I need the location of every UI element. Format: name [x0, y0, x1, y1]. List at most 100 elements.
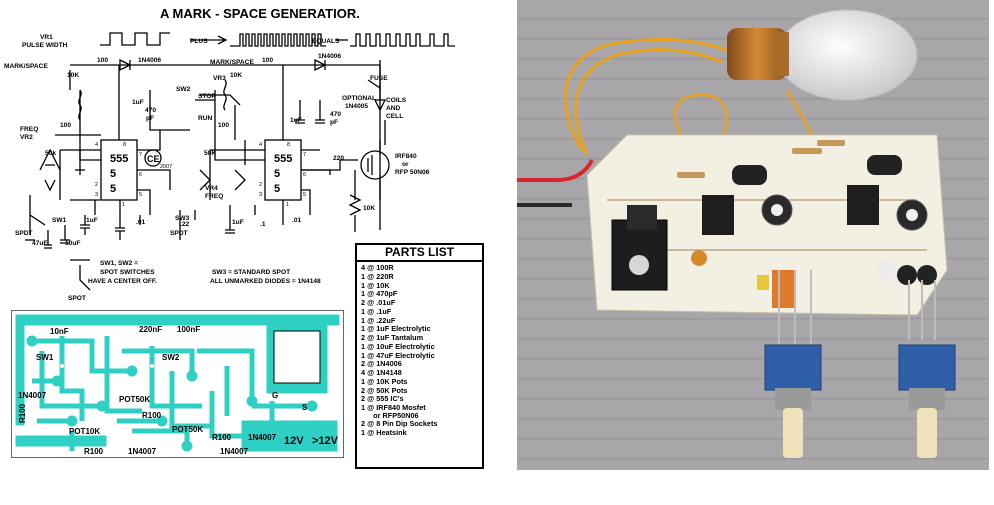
svg-text:SW2: SW2 — [176, 86, 191, 93]
svg-text:470: 470 — [145, 107, 156, 114]
svg-text:2007: 2007 — [160, 164, 172, 170]
svg-text:1uF: 1uF — [232, 219, 244, 226]
svg-text:8: 8 — [287, 142, 290, 148]
pcb-label-c220n: 220nF — [139, 325, 163, 334]
parts-list-header: PARTS LIST — [357, 245, 482, 262]
parts-list-item: 2 @ 1N4006 — [361, 359, 402, 369]
svg-text:CE: CE — [147, 154, 160, 164]
svg-text:10K: 10K — [230, 72, 242, 79]
pcb-label-d4: 1N4007 — [220, 447, 249, 456]
mark-space-mid-label: MARK/SPACE — [210, 59, 254, 66]
parts-list-item: 1 @ .22uF — [361, 315, 396, 325]
pcb-label-s: S — [302, 403, 308, 412]
svg-text:1: 1 — [286, 202, 289, 208]
vr3-label: VR3 — [213, 75, 226, 82]
pcb-label-pot50k-a: POT50K — [119, 395, 151, 404]
svg-text:VR2: VR2 — [20, 134, 33, 141]
parts-list: PARTS LIST 4 @ 100R 1 @ 220R 1 @ 10K 1 @… — [355, 243, 484, 469]
svg-text:10K: 10K — [67, 72, 79, 79]
toggle-switch — [764, 270, 822, 458]
svg-text:OPTIONAL: OPTIONAL — [342, 95, 376, 102]
vr1-label: VR1 — [40, 34, 53, 41]
parts-list-item: 1 @ 1uF Electrolytic — [361, 324, 431, 334]
svg-text:RUN: RUN — [198, 115, 213, 122]
resistor — [677, 172, 705, 178]
pcb-label-r100-d: R100 — [18, 403, 27, 423]
heatsink — [611, 205, 668, 291]
photo-panel — [517, 0, 989, 470]
svg-text:5: 5 — [303, 192, 306, 198]
parts-list-item: 4 @ 100R — [361, 263, 394, 272]
resistor — [792, 148, 822, 154]
svg-text:1uF: 1uF — [290, 117, 302, 124]
resistor — [817, 140, 845, 146]
svg-text:5: 5 — [274, 183, 280, 195]
svg-text:8: 8 — [123, 142, 126, 148]
capacitor — [897, 265, 917, 285]
svg-text:100: 100 — [97, 57, 108, 64]
svg-text:COILS: COILS — [386, 97, 407, 104]
pcb-label-sw1: SW1 — [36, 353, 54, 362]
pcb-traces — [15, 314, 340, 452]
svg-text:5: 5 — [139, 192, 142, 198]
svg-text:47uF: 47uF — [32, 240, 47, 247]
svg-text:1uF: 1uF — [86, 217, 98, 224]
svg-text:FREQ: FREQ — [205, 193, 223, 200]
pcb-label-r100-a: R100 — [142, 411, 162, 420]
svg-text:HAVE A CENTER OFF.: HAVE A CENTER OFF. — [88, 278, 157, 285]
capacitor — [757, 275, 769, 290]
mark-space-left-label: MARK/SPACE — [4, 63, 48, 70]
capacitor — [877, 260, 897, 280]
pcb-label-c10n: 10nF — [50, 327, 69, 336]
parts-list-item: 4 @ 1N4148 — [361, 368, 402, 377]
svg-text:pF: pF — [146, 115, 154, 122]
svg-text:6: 6 — [139, 172, 142, 178]
equals-label: EQUALS — [312, 38, 340, 45]
pulse-width-label: PULSE WIDTH — [22, 42, 68, 49]
pcb-label-g: G — [272, 391, 279, 400]
svg-text:CELL: CELL — [386, 113, 403, 120]
pcb-label-d2: 1N4007 — [248, 433, 277, 442]
svg-text:50k: 50k — [45, 150, 56, 157]
ic-chip — [847, 185, 879, 225]
capacitor — [867, 155, 902, 175]
ce-mark: CE 2007 — [144, 149, 172, 170]
svg-text:3: 3 — [95, 192, 98, 198]
parts-list-item: 1 @ .1uF — [361, 306, 392, 316]
svg-text:100: 100 — [60, 122, 71, 129]
parts-list-item: 1 @ 10uF Electrolytic — [361, 341, 435, 351]
svg-text:1: 1 — [122, 202, 125, 208]
svg-text:100: 100 — [218, 122, 229, 129]
circuit-photo — [517, 0, 989, 470]
ic-chip — [702, 195, 734, 235]
pcb-layout: 10nF 220nF 100nF SW1 SW2 1N4007 POT50K R… — [11, 310, 344, 458]
parts-list-item: 2 @ 1uF Tantalum — [361, 333, 424, 342]
schematic-panel: 555 5 5 555 5 5 CE 2007 A MARK - SPACE G… — [4, 6, 484, 469]
svg-text:5: 5 — [110, 168, 116, 180]
svg-text:AND: AND — [386, 105, 401, 112]
svg-text:50K: 50K — [204, 150, 216, 157]
pcb-label-r100-b: R100 — [212, 433, 232, 442]
pcb-label-12v: 12V — [284, 435, 304, 447]
schematic-drawing: 555 5 5 555 5 5 CE 2007 A MARK - SPACE G… — [4, 6, 455, 302]
svg-text:pF: pF — [330, 119, 338, 126]
svg-text:VR4: VR4 — [205, 185, 218, 192]
svg-text:SPOT SWITCHES: SPOT SWITCHES — [100, 269, 155, 276]
svg-text:.22: .22 — [180, 221, 189, 228]
svg-text:SPDT: SPDT — [170, 230, 188, 237]
svg-text:or: or — [402, 161, 409, 168]
svg-text:5: 5 — [110, 183, 116, 195]
svg-text:7: 7 — [303, 152, 306, 158]
pcb-label-d1: 1N4007 — [18, 391, 47, 400]
parts-list-item: 1 @ 470pF — [361, 289, 398, 299]
svg-text:FREQ: FREQ — [20, 126, 38, 133]
capacitor — [691, 250, 707, 266]
pcb-label-r100-c: R100 — [84, 447, 104, 456]
parts-list-item: 2 @ 50K Pots — [361, 385, 408, 395]
pcb-label-pot50k-b: POT50K — [172, 425, 204, 434]
svg-text:.01: .01 — [292, 217, 301, 224]
pcb-label-sw2: SW2 — [162, 353, 180, 362]
parts-list-item: 1 @ 10K Pots — [361, 376, 408, 386]
parts-list-item: 2 @ 8 Pin Dip Sockets — [361, 419, 438, 428]
svg-text:3: 3 — [259, 192, 262, 198]
